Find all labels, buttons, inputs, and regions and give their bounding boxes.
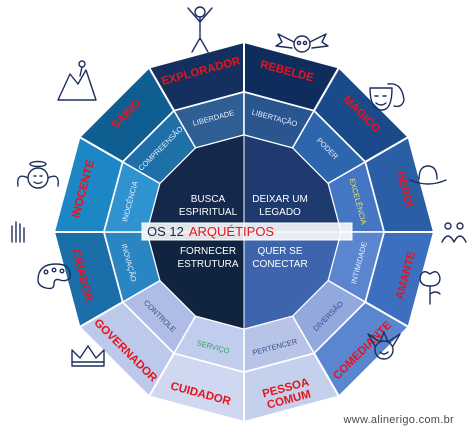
title-text: OS 12 ARQUÉTIPOS xyxy=(147,224,274,239)
title-banner: OS 12 ARQUÉTIPOS xyxy=(141,222,353,241)
people-group-sketch-icon xyxy=(441,222,467,243)
cowboy-hat-sketch-icon xyxy=(409,165,447,185)
winged-skull-sketch-icon xyxy=(275,33,329,53)
jester-face-sketch-icon xyxy=(367,331,401,360)
center-label-line: ESTRUTURA xyxy=(177,259,238,270)
center-label-line: BUSCA xyxy=(191,194,226,205)
title-banner-background xyxy=(141,222,353,241)
crown-sketch-icon xyxy=(71,345,105,367)
center-label-bottom-right: QUER SE CONECTAR xyxy=(252,246,307,270)
center-label-line: FORNECER xyxy=(180,246,236,257)
center-label-line: CONECTAR xyxy=(252,259,307,270)
center-label-line: LEGADO xyxy=(259,207,301,218)
rose-sketch-icon xyxy=(419,271,441,305)
celebrating-person-sketch-icon xyxy=(187,6,213,53)
center-label-top-right: DEIXAR UM LEGADO xyxy=(252,194,308,218)
center-label-line: QUER SE xyxy=(257,246,302,257)
theater-masks-sketch-icon xyxy=(369,83,405,111)
center-label-top-left: BUSCA ESPIRITUAL xyxy=(179,194,238,218)
center-label-line: ESPIRITUAL xyxy=(179,207,238,218)
title-highlight: ARQUÉTIPOS xyxy=(189,224,275,239)
center-label-line: DEIXAR UM xyxy=(252,194,308,205)
decorative-sketches xyxy=(11,6,467,367)
paint-palette-sketch-icon xyxy=(37,263,71,290)
angel-face-sketch-icon xyxy=(17,160,59,189)
center-label-bottom-left: FORNECER ESTRUTURA xyxy=(177,246,238,270)
credit-url: www.alinerigo.com.br xyxy=(343,414,454,426)
title-prefix: OS 12 xyxy=(147,224,184,239)
hands-sketch-icon xyxy=(11,221,25,243)
climber-on-rock-sketch-icon xyxy=(57,60,97,101)
